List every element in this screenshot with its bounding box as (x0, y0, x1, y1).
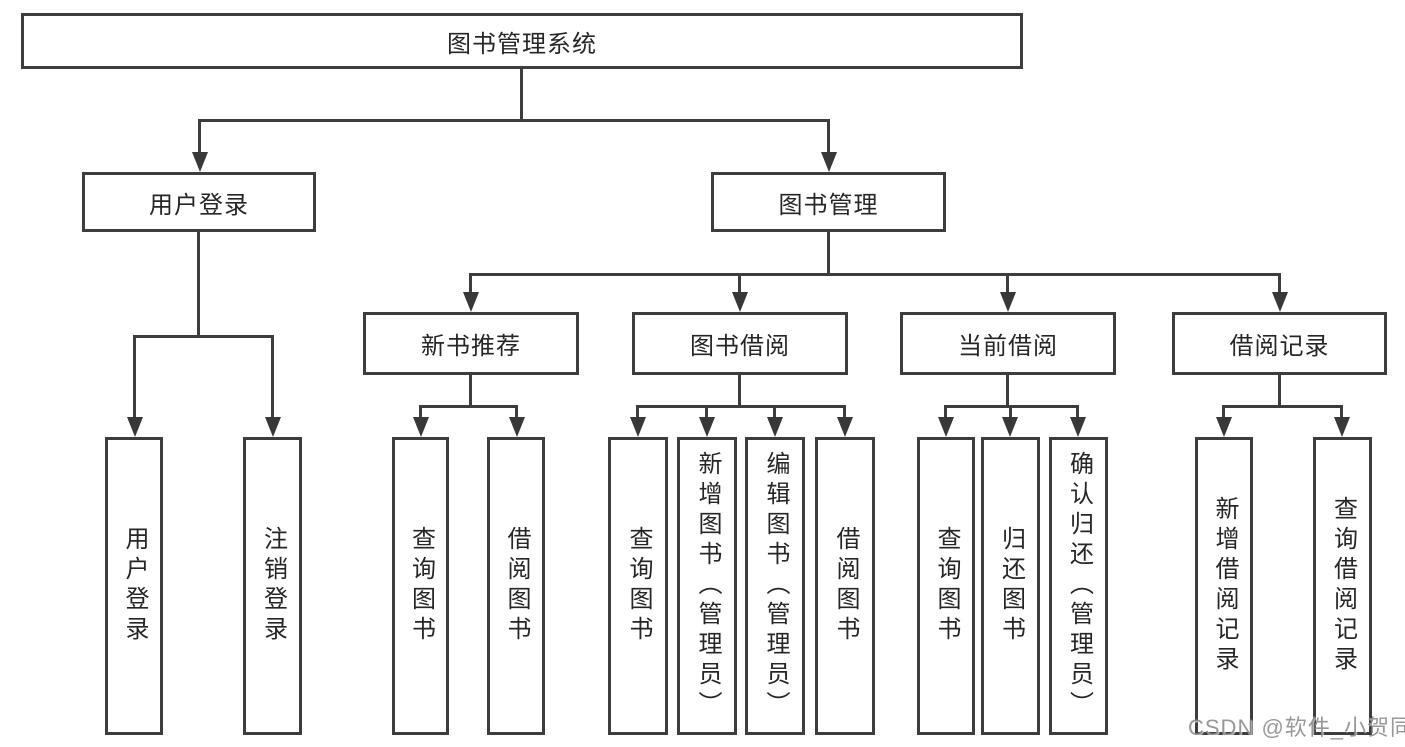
connector-line (419, 405, 422, 419)
arrow-down-icon (1002, 417, 1018, 437)
arrow-down-icon (767, 417, 783, 437)
connector-line (515, 405, 518, 419)
connector-line (843, 405, 846, 419)
arrow-down-icon (1216, 417, 1232, 437)
arrow-down-icon (732, 292, 748, 312)
leaf-user-login: 用户登录 (105, 437, 163, 735)
connector-line (827, 119, 830, 153)
connector-line (198, 119, 830, 122)
node-new-books: 新书推荐 (363, 312, 579, 375)
arrow-down-icon (821, 152, 837, 172)
leaf-borrow-borrow: 借阅图书 (815, 437, 875, 735)
connector-line (1278, 273, 1281, 294)
connector-line (419, 405, 518, 408)
connector-line (738, 374, 741, 407)
connector-line (470, 273, 1281, 276)
connector-line (520, 68, 523, 121)
connector-line (1009, 405, 1012, 419)
leaf-newbooks-query: 查询图书 (392, 437, 449, 735)
node-current-borrow: 当前借阅 (900, 312, 1116, 375)
connector-line (469, 273, 472, 294)
connector-line (636, 405, 639, 419)
leaf-current-return: 归还图书 (981, 437, 1040, 735)
arrow-down-icon (413, 417, 429, 437)
csdn-watermark: CSDN @软件_小贺同学 (1188, 715, 1405, 740)
connector-line (198, 119, 201, 153)
arrow-down-icon (1070, 417, 1086, 437)
leaf-borrow-add-admin: 新增图书（管理员） (677, 437, 737, 735)
connector-line (705, 405, 708, 419)
leaf-records-query: 查询借阅记录 (1313, 437, 1372, 735)
node-borrow-records: 借阅记录 (1172, 312, 1387, 375)
leaf-logout: 注销登录 (243, 437, 302, 735)
connector-line (1006, 273, 1009, 294)
arrow-down-icon (127, 417, 143, 437)
arrow-down-icon (837, 417, 853, 437)
node-book-borrow: 图书借阅 (632, 312, 848, 375)
leaf-current-query: 查询图书 (917, 437, 975, 735)
connector-line (469, 374, 472, 407)
node-book-mgmt: 图书管理 (711, 172, 946, 232)
connector-line (944, 405, 947, 419)
arrow-down-icon (938, 417, 954, 437)
node-user-login: 用户登录 (82, 172, 316, 232)
arrow-down-icon (1334, 417, 1350, 437)
arrow-down-icon (1272, 292, 1288, 312)
connector-line (133, 335, 136, 419)
arrow-down-icon (699, 417, 715, 437)
connector-line (636, 405, 846, 408)
connector-line (773, 405, 776, 419)
connector-line (827, 231, 830, 275)
connector-line (1076, 405, 1079, 419)
connector-line (1006, 374, 1009, 407)
arrow-down-icon (630, 417, 646, 437)
connector-line (271, 335, 274, 419)
connector-line (1222, 405, 1343, 408)
arrow-down-icon (463, 292, 479, 312)
arrow-down-icon (1000, 292, 1016, 312)
arrow-down-icon (192, 152, 208, 172)
node-root: 图书管理系统 (21, 13, 1023, 69)
leaf-borrow-query: 查询图书 (608, 437, 668, 735)
leaf-records-add: 新增借阅记录 (1195, 437, 1253, 735)
connector-line (1222, 405, 1225, 419)
arrow-down-icon (509, 417, 525, 437)
leaf-newbooks-borrow: 借阅图书 (487, 437, 545, 735)
leaf-borrow-edit-admin: 编辑图书（管理员） (745, 437, 805, 735)
connector-line (738, 273, 741, 294)
connector-line (1278, 374, 1281, 407)
connector-line (133, 335, 274, 338)
arrow-down-icon (265, 417, 281, 437)
connector-line (197, 231, 200, 337)
leaf-current-confirm-admin: 确认归还（管理员） (1049, 437, 1108, 735)
connector-line (1340, 405, 1343, 419)
